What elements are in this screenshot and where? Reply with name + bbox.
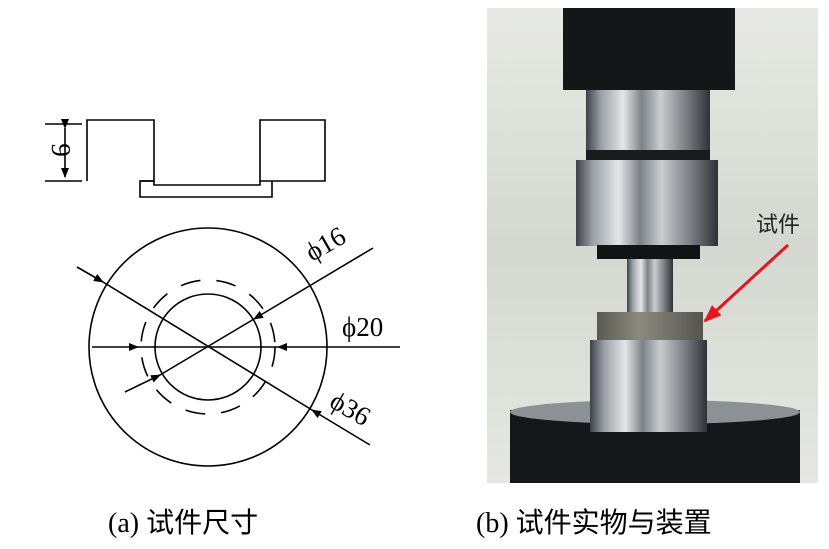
diameter-label-36: ϕ36 <box>325 385 376 432</box>
specimen-photo: 试件 <box>487 8 818 483</box>
side-view-drawing: 9 <box>45 119 326 198</box>
caption-a: (a) 试件尺寸 <box>108 507 258 539</box>
caption-b: (b) 试件实物与装置 <box>476 507 712 539</box>
height-dimension: 9 <box>46 143 76 157</box>
diameter-label-16: ϕ16 <box>300 221 351 268</box>
specimen-label: 试件 <box>756 213 800 238</box>
diameter-label-20: ϕ20 <box>342 312 383 342</box>
top-view-drawing: ϕ16 ϕ20 ϕ36 <box>76 221 400 467</box>
pointer-arrow <box>703 243 790 323</box>
specimen <box>597 312 703 340</box>
